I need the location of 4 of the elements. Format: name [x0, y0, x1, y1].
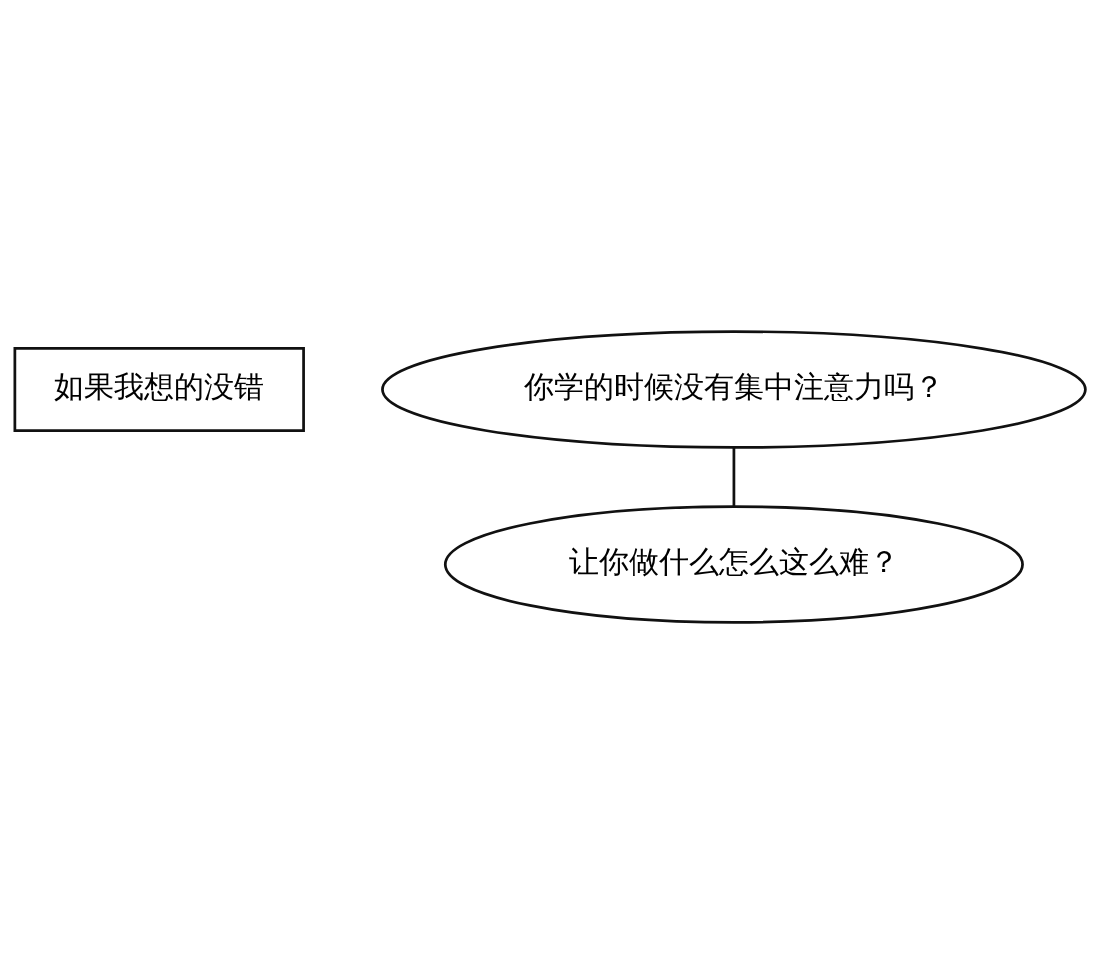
node-ellipse: 你学的时候没有集中注意力吗？ [381, 330, 1087, 449]
node-box: 如果我想的没错 [13, 347, 305, 432]
connector [732, 447, 736, 507]
node-ellipse: 让你做什么怎么这么难？ [443, 505, 1024, 624]
